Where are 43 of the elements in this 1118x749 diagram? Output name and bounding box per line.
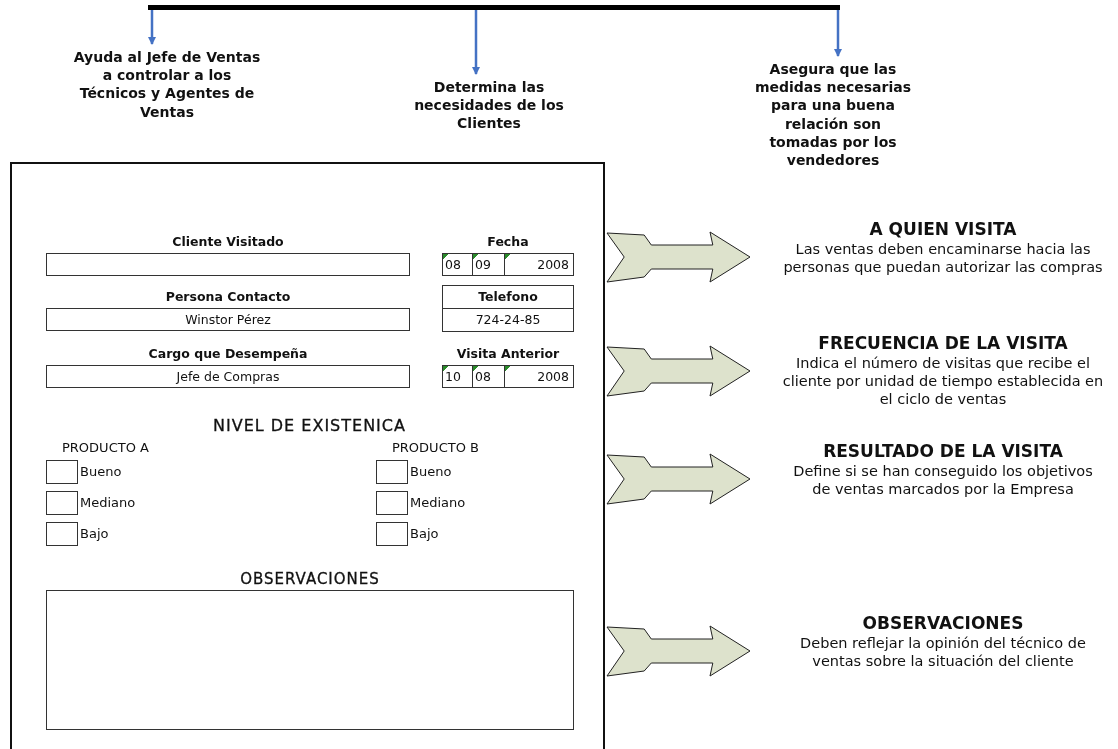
chevron-arrow [606, 345, 751, 397]
field-label: Cliente Visitado [171, 234, 285, 251]
field-label: Persona Contacto [164, 289, 292, 306]
option-label: Bueno [409, 463, 452, 481]
text-field: Jefe de Compras [46, 365, 410, 388]
description-text: Indica el número de visitas que recibe el cliente por unidad de tiempo establecida en el ciclo de ventas [781, 354, 1105, 408]
description-text: Deben reflejar la opinión del técnico de ventas sobre la situación del cliente [799, 634, 1087, 670]
date-cell: 09 [473, 254, 505, 275]
table-header: Telefono [443, 286, 573, 309]
arrow [148, 10, 156, 45]
option-label: Bajo [79, 525, 109, 543]
chevron-arrow [606, 231, 751, 283]
date-cell: 08 [443, 254, 473, 275]
option-label: Bueno [79, 463, 122, 481]
section-title: FRECUENCIA DE LA VISITA [817, 332, 1069, 354]
section-title: RESULTADO DE LA VISITA [822, 440, 1064, 462]
note-text: Ayuda al Jefe de Ventas a controlar a los Técnicos y Agentes de Ventas [72, 48, 262, 121]
note-text: Determina las necesidades de los Clientes [399, 78, 579, 133]
table-value: 724-24-85 [474, 311, 542, 329]
section-title: OBSERVACIONES [861, 612, 1025, 634]
section-heading: NIVEL DE EXISTENICA [212, 416, 407, 435]
description-text: Las ventas deben encaminarse hacia las personas que puedan autorizar las compras [782, 240, 1104, 276]
chevron-arrow [606, 453, 751, 505]
field-label: Fecha [486, 234, 530, 251]
timeline-bar [148, 5, 840, 10]
arrow [472, 10, 480, 75]
column-heading: PRODUCTO B [392, 440, 479, 455]
field-label: OBSERVACIONES [239, 570, 381, 590]
section-title: A QUIEN VISITA [868, 218, 1018, 240]
date-cell: 10 [443, 366, 473, 387]
note-text: Asegura que las medidas necesarias para una buena relación son tomadas por los vendedores [753, 60, 913, 170]
description-text: Define si se han conseguido los objetivos de ventas marcados por la Empresa [792, 462, 1094, 498]
option-label: Mediano [409, 494, 466, 512]
option-label: Bajo [409, 525, 439, 543]
arrow [834, 10, 842, 57]
column-heading: PRODUCTO A [62, 440, 149, 455]
chevron-arrow [606, 625, 751, 677]
option-label: Mediano [79, 494, 136, 512]
field-label: Visita Anterior [455, 346, 561, 363]
field-label: Cargo que Desempeña [147, 346, 309, 363]
form-card [10, 162, 605, 749]
text-field: Winstor Pérez [46, 308, 410, 331]
date-cell: 08 [473, 366, 505, 387]
